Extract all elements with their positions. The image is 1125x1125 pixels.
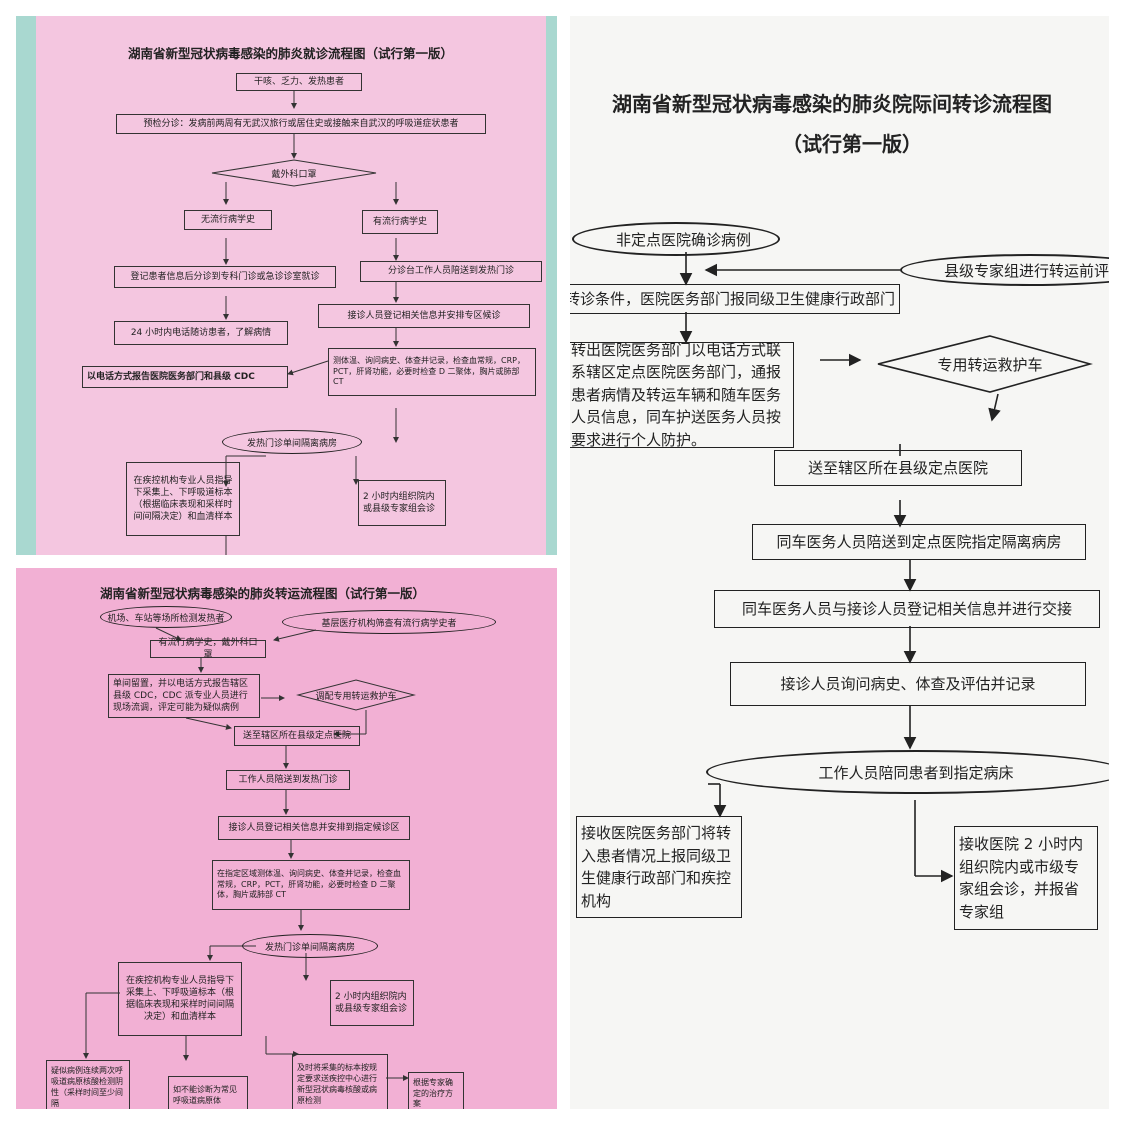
epi-history-box: 有流行病学史 — [362, 210, 438, 234]
examination-box: 在指定区域测体温、询问病史、体查并记录，检查血常规，CRP，PCT，肝肾功能，必… — [212, 860, 410, 910]
isolation-escort-box: 同车医务人员陪送到定点医院指定隔离病房 — [752, 524, 1086, 560]
mask-decision: 戴外科口罩 — [271, 169, 317, 180]
referral-condition-box: 转诊条件，医院医务部门报同级卫生健康行政部门 — [570, 284, 900, 314]
sampling-box: 在疾控机构专业人员指导下采集上、下呼吸道标本（根据临床表现和采样时间间隔决定）和… — [126, 462, 240, 536]
flowchart-photo-diagnosis: 湖南省新型冠状病毒感染的肺炎就诊流程图（试行第一版） 干咳、乏力、发热患者 预检… — [16, 16, 557, 555]
registration-box: 接诊人员登记相关信息并安排专区候诊 — [318, 304, 530, 328]
county-hospital-box: 送至辖区所在县级定点医院 — [234, 726, 360, 746]
sampling-box: 在疾控机构专业人员指导下采集上、下呼吸道标本（根据临床表现和采样时间间隔决定）和… — [118, 962, 242, 1036]
examination-box: 测体温、询问病史、体查并记录，检查血常规，CRP，PCT，肝肾功能，必要时检查 … — [328, 348, 536, 396]
county-hospital-box: 送至辖区所在县级定点医院 — [774, 450, 1022, 486]
ambulance-decision: 调配专用转运救护车 — [315, 691, 397, 702]
fever-clinic-box: 工作人员陪送到发热门诊 — [226, 770, 350, 790]
isolation-ward-ellipse: 发热门诊单间隔离病房 — [242, 934, 378, 958]
waiting-area-box: 接诊人员登记相关信息并安排到指定候诊区 — [218, 816, 410, 840]
common-pathogen-box: 如不能诊断为常见呼吸道病原体 — [168, 1076, 248, 1109]
fever-clinic-escort-box: 分诊台工作人员陪送到发热门诊 — [360, 261, 542, 282]
flowchart-photo-transport: 湖南省新型冠状病毒感染的肺炎转运流程图（试行第一版） 机场、车站等场所检测发热者… — [16, 568, 557, 1109]
negative-test-box: 疑似病例连续两次呼吸道病原核酸检测阴性（采样时间至少间隔 — [46, 1060, 130, 1109]
diagram-title: 湖南省新型冠状病毒感染的肺炎就诊流程图（试行第一版） — [128, 46, 454, 61]
consultation-box: 2 小时内组织院内或县级专家组会诊 — [330, 980, 414, 1026]
primary-care-ellipse: 基层医疗机构筛查有流行病学史者 — [282, 610, 496, 634]
report-health-dept-box: 接收医院医务部门将转入患者情况上报同级卫生健康行政部门和疾控机构 — [576, 816, 742, 918]
isolation-report-box: 单间留置，并以电话方式报告辖区县级 CDC，CDC 派专业人员进行现场流调，评定… — [108, 674, 260, 718]
handover-box: 同车医务人员与接诊人员登记相关信息并进行交接 — [714, 590, 1100, 628]
consultation-record-box: 接诊人员询问病史、体查及评估并记录 — [730, 662, 1086, 706]
flowchart-photo-referral: 湖南省新型冠状病毒感染的肺炎院际间转诊流程图 （试行第一版） 非定点医院确诊病例… — [570, 16, 1109, 1109]
cdc-testing-box: 及时将采集的标本按规定要求送疾控中心进行新型冠状病毒核酸或病原检测 — [292, 1054, 388, 1109]
specialist-clinic-box: 登记患者信息后分诊到专科门诊或急诊诊室就诊 — [114, 266, 336, 288]
contact-hospital-box: 转出医院医务部门以电话方式联系辖区定点医院医务部门，通报患者病情及转运车辆和随车… — [570, 341, 794, 449]
expert-consultation-box: 接收医院 2 小时内组织院内或市级专家组会诊，并报省专家组 — [954, 826, 1098, 930]
epi-mask-box: 有流行病学史，戴外科口罩 — [150, 638, 266, 660]
report-cdc-box: 以电话方式报告医院医务部门和县级 CDC — [82, 366, 288, 388]
diagram-subtitle: （试行第一版） — [782, 132, 922, 156]
no-epi-history-box: 无流行病学史 — [184, 210, 272, 230]
treatment-plan-box: 根据专家确定的治疗方案 — [408, 1072, 464, 1109]
paper-sheet: 湖南省新型冠状病毒感染的肺炎就诊流程图（试行第一版） 干咳、乏力、发热患者 预检… — [36, 16, 546, 555]
airport-station-ellipse: 机场、车站等场所检测发热者 — [100, 606, 232, 628]
connector-lines — [679, 252, 1093, 883]
followup-call-box: 24 小时内电话随访患者，了解病情 — [114, 321, 288, 345]
diagram-title: 湖南省新型冠状病毒感染的肺炎院际间转诊流程图 — [612, 92, 1052, 116]
consultation-box: 2 小时内组织院内或县级专家组会诊 — [358, 480, 446, 526]
symptom-box: 干咳、乏力、发热患者 — [236, 73, 362, 91]
connector-lines — [211, 90, 399, 555]
isolation-ward-ellipse: 发热门诊单间隔离病房 — [222, 430, 362, 454]
diagram-title: 湖南省新型冠状病毒感染的肺炎转运流程图（试行第一版） — [100, 586, 426, 601]
bed-escort-ellipse: 工作人员陪同患者到指定病床 — [706, 750, 1109, 794]
triage-box: 预检分诊：发病前两周有无武汉旅行或居住史或接触来自武汉的呼吸道症状患者 — [116, 114, 486, 134]
expert-evaluation-ellipse: 县级专家组进行转运前评估 — [900, 254, 1109, 286]
ambulance-decision: 专用转运救护车 — [937, 355, 1043, 374]
paper-sheet: 湖南省新型冠状病毒感染的肺炎院际间转诊流程图 （试行第一版） 非定点医院确诊病例… — [570, 16, 1109, 1109]
confirmed-case-ellipse: 非定点医院确诊病例 — [572, 222, 780, 256]
